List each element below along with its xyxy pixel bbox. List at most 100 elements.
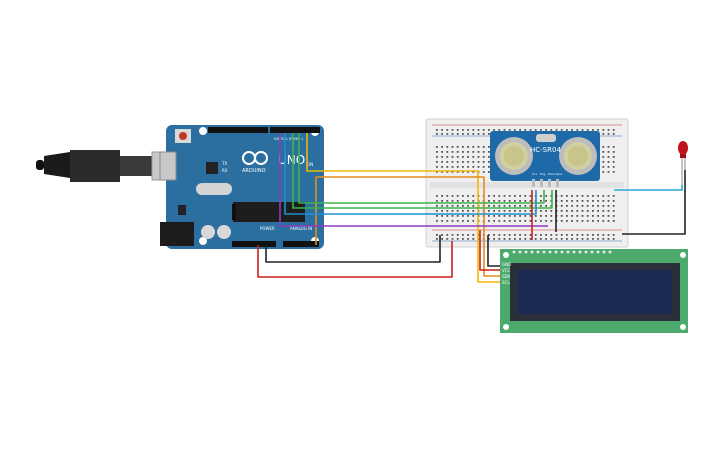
- wire-black-lcd: [487, 235, 500, 267]
- breadboard-hole: [456, 166, 459, 168]
- lcd-header-pin: [572, 250, 576, 254]
- breadboard-hole: [602, 171, 605, 173]
- breadboard-hole: [488, 156, 490, 158]
- breadboard-hole: [560, 129, 563, 131]
- breadboard-hole: [612, 129, 615, 131]
- breadboard-hole: [503, 129, 506, 131]
- breadboard-hole: [456, 171, 459, 173]
- brand-label: ARDUINO: [242, 168, 266, 174]
- breadboard-hole: [592, 238, 594, 240]
- usb-cable: [36, 150, 179, 182]
- breadboard-hole: [451, 146, 454, 148]
- breadboard-hole: [607, 195, 610, 197]
- breadboard-hole: [550, 215, 553, 217]
- breadboard-hole: [488, 171, 490, 173]
- breadboard-hole: [508, 210, 511, 212]
- wire-black-led: [622, 170, 686, 235]
- breadboard-hole: [524, 129, 527, 131]
- sensor-pin-trig: Trig: [539, 172, 545, 176]
- breadboard-hole: [581, 205, 584, 207]
- breadboard-hole: [550, 129, 553, 131]
- breadboard-hole: [576, 220, 579, 222]
- breadboard-hole: [597, 210, 599, 212]
- lcd-header-pin: [524, 250, 528, 254]
- breadboard-hole: [586, 205, 589, 207]
- wires: [257, 133, 686, 283]
- breadboard-hole: [612, 234, 615, 236]
- breadboard-hole: [612, 133, 615, 135]
- breadboard-hole: [586, 220, 589, 222]
- breadboard-hole: [571, 215, 573, 217]
- breadboard-hole: [529, 215, 532, 217]
- breadboard-hole: [607, 151, 610, 153]
- breadboard-hole: [472, 156, 475, 158]
- breadboard-hole: [560, 220, 563, 222]
- breadboard-hole: [441, 205, 443, 207]
- breadboard-hole: [597, 205, 599, 207]
- breadboard-hole: [503, 220, 506, 222]
- breadboard-hole: [602, 234, 605, 236]
- breadboard-hole: [581, 234, 584, 236]
- breadboard-hole: [472, 200, 475, 202]
- breadboard-hole: [592, 205, 594, 207]
- breadboard-hole: [508, 215, 511, 217]
- breadboard-hole: [602, 166, 605, 168]
- breadboard-hole: [602, 133, 605, 135]
- breadboard-hole: [446, 129, 449, 131]
- breadboard-hole: [488, 220, 490, 222]
- breadboard-hole: [446, 220, 449, 222]
- breadboard-hole: [612, 200, 615, 202]
- breadboard-hole: [488, 195, 490, 197]
- breadboard-hole: [519, 238, 521, 240]
- breadboard-hole: [545, 195, 547, 197]
- breadboard-hole: [592, 210, 594, 212]
- breadboard-hole: [488, 200, 490, 202]
- breadboard-hole: [456, 156, 459, 158]
- breadboard-hole: [456, 133, 459, 135]
- breadboard-hole: [540, 200, 542, 202]
- breadboard-hole: [508, 195, 511, 197]
- breadboard-hole: [493, 195, 495, 197]
- breadboard-hole: [514, 200, 516, 202]
- breadboard-hole: [467, 234, 469, 236]
- breadboard-hole: [467, 210, 469, 212]
- breadboard-hole: [508, 234, 511, 236]
- sensor-pin-gnd: Gnd: [556, 172, 562, 176]
- breadboard-hole: [540, 238, 542, 240]
- breadboard-hole: [436, 215, 438, 217]
- breadboard-hole: [550, 220, 553, 222]
- breadboard-hole: [586, 129, 589, 131]
- breadboard-hole: [477, 151, 480, 153]
- breadboard-hole: [456, 234, 459, 236]
- lcd-pin-sda: SDA: [502, 274, 511, 279]
- breadboard-hole: [436, 151, 438, 153]
- breadboard-hole: [456, 215, 459, 217]
- breadboard-hole: [581, 200, 584, 202]
- breadboard-hole: [467, 200, 469, 202]
- breadboard-hole: [560, 215, 563, 217]
- breadboard-hole: [607, 210, 610, 212]
- breadboard-hole: [571, 200, 573, 202]
- breadboard-hole: [493, 129, 495, 131]
- breadboard-hole: [436, 171, 438, 173]
- lcd-pin-vcc: VCC: [502, 268, 511, 273]
- breadboard-hole: [560, 205, 563, 207]
- breadboard-hole: [446, 238, 449, 240]
- breadboard-hole: [451, 238, 454, 240]
- wire-green-1: [298, 133, 545, 204]
- breadboard-hole: [488, 215, 490, 217]
- breadboard-hole: [602, 195, 605, 197]
- breadboard-hole: [545, 215, 547, 217]
- breadboard-hole: [597, 200, 599, 202]
- breadboard-hole: [612, 210, 615, 212]
- breadboard-hole: [612, 146, 615, 148]
- breadboard-hole: [456, 151, 459, 153]
- lcd-pin-scl: SCL: [502, 280, 510, 285]
- breadboard-hole: [482, 133, 485, 135]
- breadboard-hole: [493, 234, 495, 236]
- breadboard-hole: [555, 238, 558, 240]
- breadboard-hole: [493, 205, 495, 207]
- breadboard-hole: [446, 161, 449, 163]
- breadboard-hole: [441, 215, 443, 217]
- breadboard-hole: [607, 205, 610, 207]
